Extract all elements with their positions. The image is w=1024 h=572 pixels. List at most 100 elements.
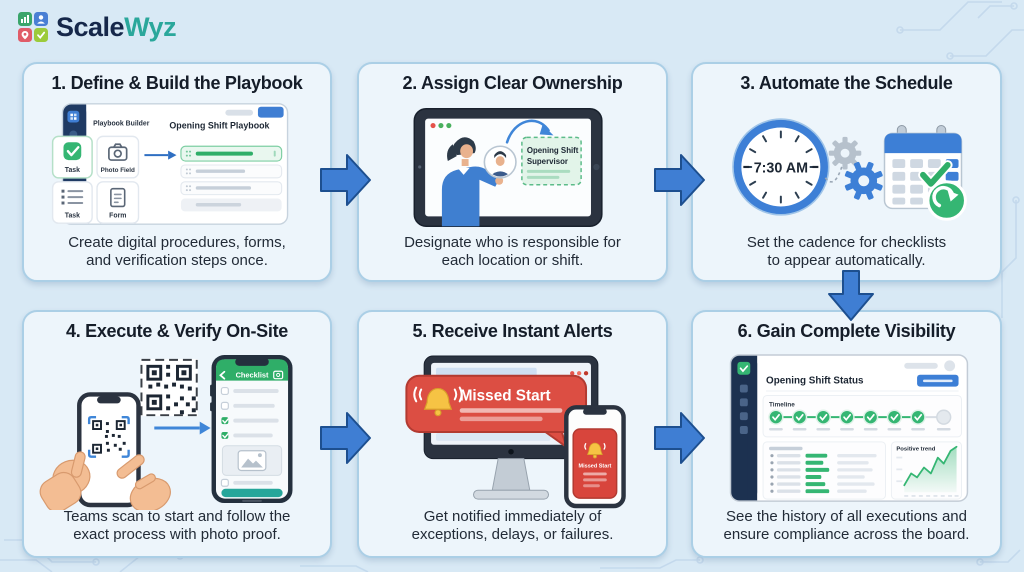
alert-title: Missed Start xyxy=(460,387,551,404)
bell-icon xyxy=(584,442,606,459)
step-title: 4. Execute & Verify On-Site xyxy=(66,321,288,341)
step-title: 3. Automate the Schedule xyxy=(740,73,953,93)
step-title: 5. Receive Instant Alerts xyxy=(412,321,613,341)
qr-code-icon xyxy=(87,415,130,458)
step-card-2: 2. Assign Clear Ownership xyxy=(357,62,668,282)
clock-time: 7:30 AM xyxy=(754,160,808,176)
arrow-right-connector-5-6 xyxy=(654,412,705,464)
svg-text:Task: Task xyxy=(65,212,80,219)
flow-arrow-icon xyxy=(154,421,211,435)
playbook-row xyxy=(180,198,282,212)
avatar xyxy=(944,360,956,372)
calendar-icon xyxy=(883,125,967,221)
arrow-right-connector-2-3 xyxy=(654,154,705,206)
checklist-rows xyxy=(220,386,279,439)
hands xyxy=(39,451,171,510)
camera-icon xyxy=(273,370,284,380)
step-title: 1. Define & Build the Playbook xyxy=(51,73,303,93)
playbook-row xyxy=(180,164,283,179)
timeline-panel: Timeline xyxy=(762,394,962,438)
step-card-6: 6. Gain Complete Visibility Opening Shif… xyxy=(691,310,1002,558)
alert-phone: Missed Start xyxy=(564,405,626,509)
history-table-panel xyxy=(762,441,886,500)
tablet-camera-icon xyxy=(593,163,600,171)
mock-submit-button xyxy=(221,488,283,498)
step-card-5: 5. Receive Instant Alerts xyxy=(357,310,668,558)
brand-name-primary: Scale xyxy=(56,12,125,42)
photo-placeholder xyxy=(221,445,283,476)
camera-icon xyxy=(108,143,128,161)
step-card-4: 4. Execute & Verify On-Site xyxy=(22,310,332,558)
step-caption: Designate who is responsible for each lo… xyxy=(404,233,621,270)
step-caption: Get notified immediately of exceptions, … xyxy=(411,507,614,544)
presenter-person xyxy=(441,137,504,227)
dashboard-title: Opening Shift Status xyxy=(766,376,864,387)
timeline-steps xyxy=(768,409,952,425)
brand-name: ScaleWyz xyxy=(56,12,177,42)
alerts-illustration: Missed Start Missed Start xyxy=(405,355,626,509)
step-caption: See the history of all executions and en… xyxy=(723,507,970,544)
playbook-title: Opening Shift Playbook xyxy=(169,120,269,130)
arrow-right-connector-4-5 xyxy=(320,412,371,464)
arrow-down-connector-3-6 xyxy=(828,270,874,321)
app-logo-icon xyxy=(737,361,751,375)
drag-arrow-icon xyxy=(144,150,177,160)
step-card-3: 3. Automate the Schedule xyxy=(691,62,1002,282)
assignee-avatar xyxy=(483,145,517,179)
tile-photo-field: Photo Field xyxy=(96,135,140,179)
arrow-right-connector-1-2 xyxy=(320,154,371,206)
svg-text:Opening Shift: Opening Shift xyxy=(527,146,579,155)
playbook-builder-illustration: Playbook Builder Task Photo Field xyxy=(51,103,289,225)
check-icon xyxy=(63,142,82,161)
back-chevron-icon xyxy=(219,370,226,380)
schedule-illustration: 7:30 AM xyxy=(732,118,967,221)
qr-code-icon xyxy=(140,358,198,417)
check-icon xyxy=(34,28,48,42)
checklist-phone: Checklist xyxy=(210,354,293,504)
svg-text:Form: Form xyxy=(109,212,126,219)
scan-illustration: Checklist xyxy=(39,354,293,510)
tile-task-list: Task xyxy=(51,181,93,224)
check-icon xyxy=(918,160,953,189)
phone-alert-title: Missed Start xyxy=(579,464,612,470)
form-icon xyxy=(110,187,126,208)
person-icon xyxy=(34,12,48,26)
tile-task-active: Task xyxy=(51,135,93,179)
checklist-icon xyxy=(61,189,84,205)
svg-text:Photo Field: Photo Field xyxy=(101,167,135,174)
trend-line xyxy=(903,445,958,487)
svg-text:Supervisor: Supervisor xyxy=(527,157,568,166)
trend-chart-title: Positive trend xyxy=(896,447,935,453)
playbook-row-active xyxy=(180,145,283,162)
mock-primary-button xyxy=(257,106,284,118)
panel-label: Playbook Builder xyxy=(93,121,150,128)
step-title: 2. Assign Clear Ownership xyxy=(402,73,623,93)
gear-icon xyxy=(828,136,862,170)
bar-chart-icon xyxy=(18,12,32,26)
tile-form: Form xyxy=(96,181,140,224)
svg-text:Task: Task xyxy=(65,167,80,174)
playbook-row xyxy=(180,181,283,196)
sidebar-icons xyxy=(739,384,748,434)
trend-chart-panel: Positive trend xyxy=(890,441,962,500)
brand-name-accent: Wyz xyxy=(124,12,177,42)
step-card-1: 1. Define & Build the Playbook Playbook … xyxy=(22,62,332,282)
logo-icon xyxy=(18,12,48,42)
bell-icon xyxy=(413,386,463,417)
image-icon xyxy=(241,458,263,468)
app-logo-icon xyxy=(67,110,80,123)
role-badge: Opening Shift Supervisor xyxy=(521,136,582,186)
dashboard-illustration: Opening Shift Status Timeline xyxy=(729,354,969,502)
gear-icon xyxy=(844,161,883,200)
assign-arrow-icon xyxy=(505,119,554,144)
step-caption: Create digital procedures, forms, and ve… xyxy=(68,233,286,270)
step-title: 6. Gain Complete Visibility xyxy=(737,321,956,341)
step-caption: Set the cadence for checklists to appear… xyxy=(746,233,947,270)
location-pin-icon xyxy=(18,28,32,42)
scanning-phone xyxy=(77,392,141,508)
timeline-label: Timeline xyxy=(769,401,795,408)
step-caption: Teams scan to start and follow the exact… xyxy=(63,507,291,544)
clock-icon: 7:30 AM xyxy=(732,118,830,216)
trend-area xyxy=(904,446,957,493)
